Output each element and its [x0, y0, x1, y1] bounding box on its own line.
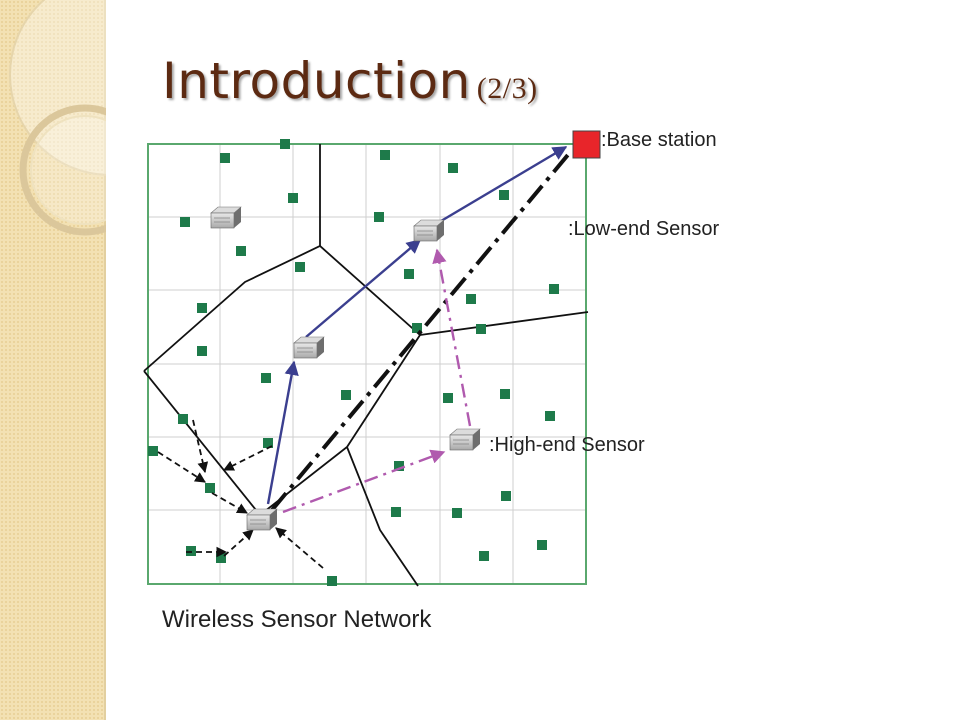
low-end-sensors — [148, 139, 559, 586]
base-station — [572, 130, 601, 159]
magenta-routes — [282, 248, 472, 514]
cluster-arrows — [157, 419, 324, 569]
direct-route-line — [270, 148, 574, 512]
page-title: Introduction(2/3) — [162, 52, 538, 110]
title-page-number: (2/3) — [476, 72, 538, 105]
diagram-caption: Wireless Sensor Network — [162, 606, 432, 633]
cell-boundaries — [143, 144, 589, 587]
decorative-side-panel — [0, 0, 106, 720]
field-border — [147, 143, 587, 585]
legend-high-end-sensor: :High-end Sensor — [489, 434, 645, 456]
legend-base-station: :Base station — [601, 129, 717, 151]
blue-routes — [266, 145, 568, 505]
title-main: Introduction — [162, 52, 471, 110]
legend-low-end-sensor: :Low-end Sensor — [568, 218, 720, 240]
